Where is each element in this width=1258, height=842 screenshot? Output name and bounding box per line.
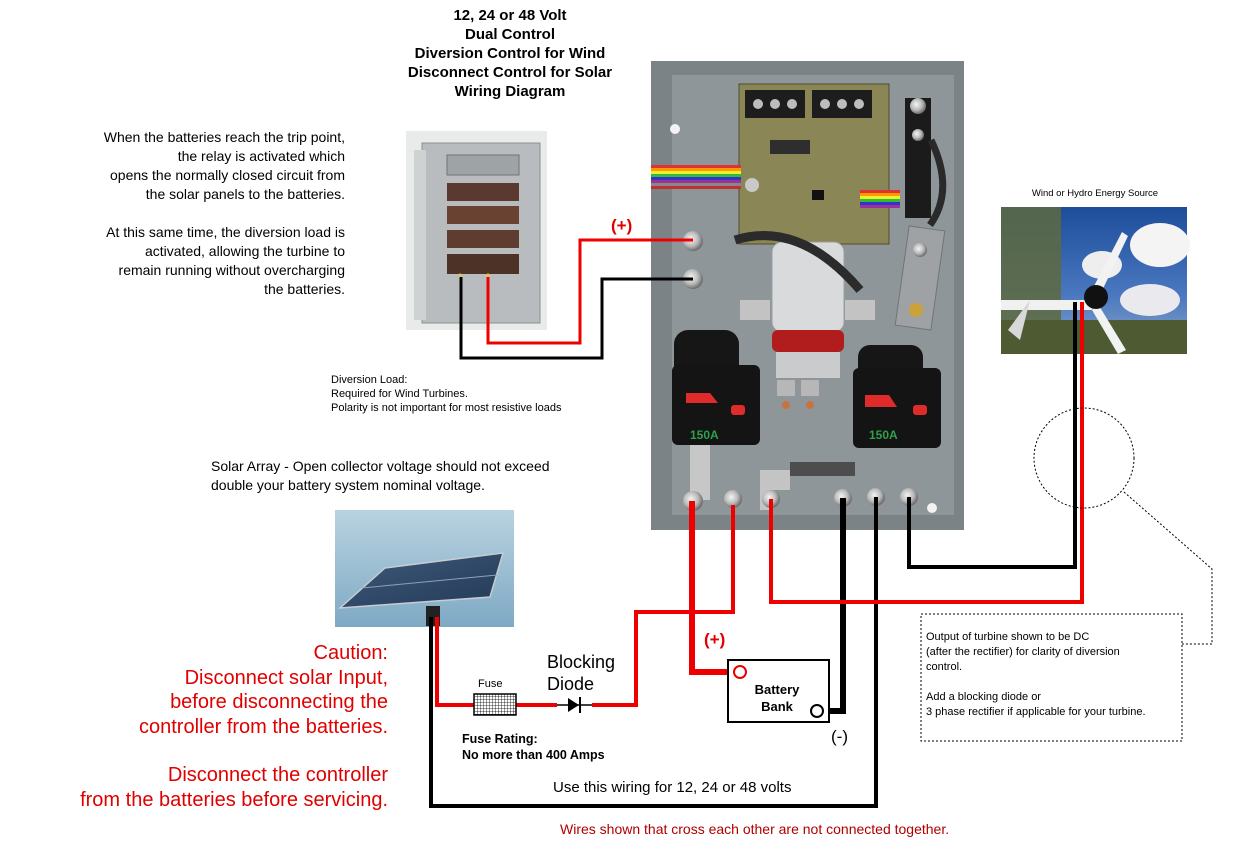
fuse-rating: Fuse Rating: No more than 400 Amps	[462, 732, 605, 762]
battery-bank-label: Battery Bank	[754, 682, 800, 714]
blocking-diode-label: Blocking Diode	[547, 652, 616, 694]
wind-positive-wire	[769, 302, 1084, 604]
controller-photo: 150A 150A	[651, 61, 964, 530]
battery-negative-terminal	[810, 704, 824, 718]
diversion-load-photo	[406, 131, 547, 330]
solar-negative-wire	[429, 497, 878, 808]
solar-panel-photo	[335, 510, 514, 627]
relay-explanation: When the batteries reach the trip point,…	[103, 129, 345, 297]
battery-positive-terminal	[733, 665, 747, 679]
wind-negative-wire	[907, 302, 1077, 569]
turbine-note: Output of turbine shown to be DC (after …	[926, 631, 1146, 718]
breaker-left: 150A	[672, 330, 760, 445]
diversion-load-label: Diversion Load: Required for Wind Turbin…	[331, 374, 562, 414]
wiring-voltage-note: Use this wiring for 12, 24 or 48 volts	[553, 779, 792, 796]
solar-positive-wire	[435, 617, 474, 707]
diversion-negative-wire	[459, 277, 693, 360]
diversion-positive-wire	[486, 238, 693, 345]
breaker-right-rating: 150A	[869, 428, 898, 442]
bottom-terminals	[683, 488, 918, 511]
wind-source-label: Wind or Hydro Energy Source	[1031, 188, 1159, 199]
rectifier-callout-circle	[1033, 407, 1135, 509]
diagram-title: 12, 24 or 48 Volt Dual Control Diversion…	[407, 7, 613, 100]
diode-symbol	[557, 697, 592, 713]
ribbon-cable	[651, 165, 900, 208]
diversion-plus-label: (+)	[611, 216, 633, 235]
fuse-label: Fuse	[478, 678, 503, 690]
turbine-note-box	[920, 613, 1183, 742]
battery-positive-wire	[689, 501, 736, 675]
battery-minus-label: (-)	[831, 727, 848, 746]
solar-array-label: Solar Array - Open collector voltage sho…	[211, 458, 550, 493]
callout-leader	[1123, 491, 1213, 645]
battery-plus-label: (+)	[704, 630, 726, 649]
caution-warning: Caution: Disconnect solar Input, before …	[80, 642, 388, 811]
breaker-right: 150A	[853, 345, 941, 448]
fuse-symbol	[473, 693, 517, 716]
crossing-wires-note: Wires shown that cross each other are no…	[560, 821, 950, 837]
wind-turbine-photo	[1001, 207, 1190, 354]
breaker-left-rating: 150A	[690, 428, 719, 442]
